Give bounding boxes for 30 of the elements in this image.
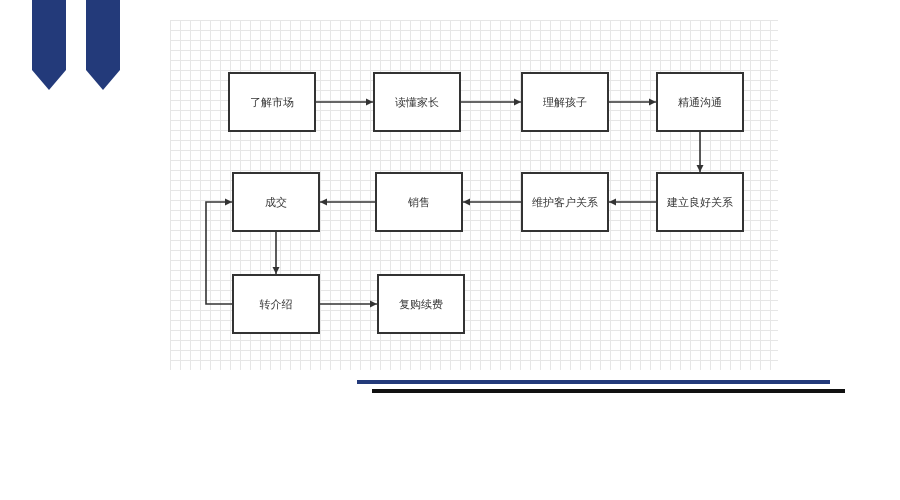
box-label: 建立良好关系 <box>667 194 733 210</box>
box-label: 转介绍 <box>260 296 292 312</box>
box-label: 读懂家长 <box>395 94 439 110</box>
arrow <box>461 98 521 106</box>
box-label: 精通沟通 <box>678 94 722 110</box>
process-box <box>232 172 320 232</box>
process-box <box>656 72 744 132</box>
process-box <box>656 172 744 232</box>
box-label: 了解市场 <box>250 94 294 110</box>
box-label: 销售 <box>408 194 430 210</box>
process-box <box>232 274 320 334</box>
arrow <box>316 98 373 106</box>
process-box <box>375 172 463 232</box>
process-box <box>377 274 465 334</box>
box-label: 理解孩子 <box>543 94 587 110</box>
arrow <box>609 98 656 106</box>
box-label: 成交 <box>265 194 287 210</box>
box-label: 复购续费 <box>399 296 443 312</box>
arrow <box>463 198 521 206</box>
arrow <box>696 132 704 172</box>
process-box <box>521 72 609 132</box>
arrow <box>609 198 656 206</box>
arrow <box>205 198 232 305</box>
process-box <box>373 72 461 132</box>
process-box <box>228 72 316 132</box>
arrow <box>272 232 280 274</box>
arrow <box>320 300 377 308</box>
arrow <box>320 198 375 206</box>
box-label: 维护客户关系 <box>532 194 598 210</box>
process-box <box>521 172 609 232</box>
